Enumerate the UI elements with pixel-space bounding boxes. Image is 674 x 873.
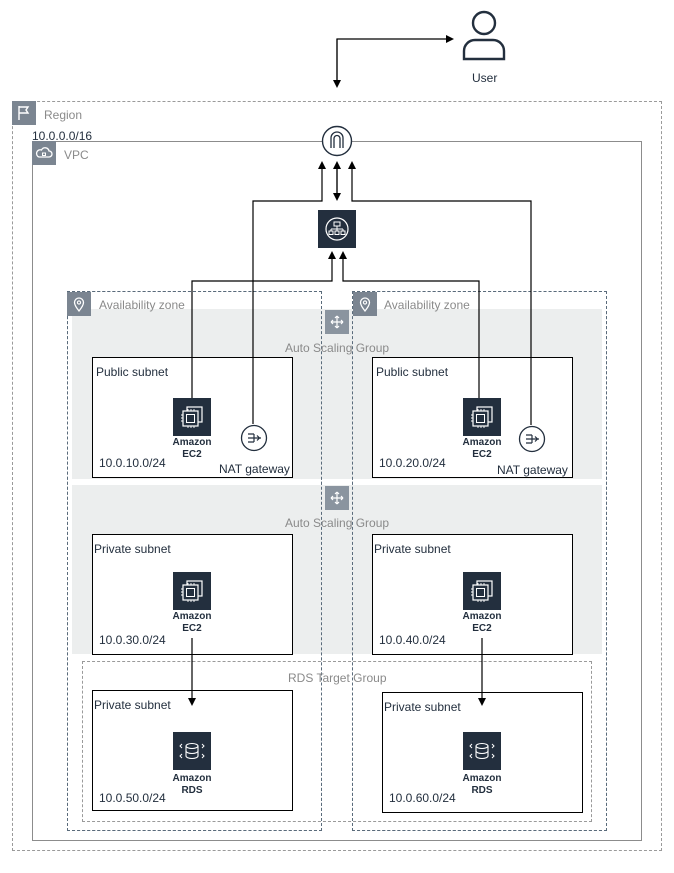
connector-nat-1-to-igw [252, 161, 326, 424]
connector-to-user [336, 35, 454, 80]
rds-label: Amazon RDS [462, 773, 502, 796]
region-label: Region [44, 108, 83, 122]
az-2-label: Availability zone [384, 298, 470, 312]
user-label: User [472, 71, 498, 85]
connector-ec2-1-to-lb [191, 251, 336, 398]
user-icon [461, 8, 507, 62]
rds-target-group-label: RDS Target Group [288, 671, 387, 685]
load-balancer-icon [318, 210, 356, 248]
rds-target-group [82, 661, 592, 822]
ec2-label: Amazon EC2 [172, 437, 212, 460]
private-subnet-2-label: Private subnet [374, 542, 451, 556]
connector-ec2-2-to-lb [339, 251, 480, 398]
private-subnet-3-label: Private subnet [94, 698, 171, 712]
ec2-icon [463, 572, 501, 610]
ec2-label: Amazon EC2 [462, 437, 502, 460]
region-boundary [12, 101, 662, 851]
az-1-label: Availability zone [99, 298, 185, 312]
region-flag-icon [12, 101, 36, 125]
nat-gateway-2-label: NAT gateway [497, 463, 568, 477]
ec2-label: Amazon EC2 [172, 611, 212, 634]
private-subnet-1-label: Private subnet [94, 542, 171, 556]
rds-icon [173, 732, 211, 770]
private-subnet-1-cidr: 10.0.30.0/24 [99, 633, 166, 647]
internet-gateway-icon [321, 125, 353, 157]
private-subnet-3-cidr: 10.0.50.0/24 [99, 791, 166, 805]
nat-gateway-icon [240, 424, 268, 452]
ec2-icon [173, 572, 211, 610]
az-1-pin-icon [67, 292, 91, 316]
private-subnet-2-cidr: 10.0.40.0/24 [379, 633, 446, 647]
nat-gateway-icon [518, 425, 546, 453]
public-subnet-1-label: Public subnet [96, 365, 169, 379]
connector-nat-2-to-igw [348, 161, 532, 425]
private-subnet-4-label: Private subnet [384, 700, 461, 714]
public-subnet-2-cidr: 10.0.20.0/24 [379, 456, 446, 470]
private-subnet-4-cidr: 10.0.60.0/24 [389, 791, 456, 805]
asg-private-label: Auto Scaling Group [285, 516, 390, 530]
vpc-cloud-icon [32, 141, 56, 165]
rds-icon [463, 732, 501, 770]
availability-zone-1-outline [67, 291, 322, 831]
auto-scaling-icon [325, 310, 349, 334]
ec2-icon [463, 398, 501, 436]
public-subnet-1-cidr: 10.0.10.0/24 [99, 456, 166, 470]
rds-label: Amazon RDS [172, 773, 212, 796]
nat-gateway-1-label: NAT gateway [219, 462, 290, 476]
region-cidr: 10.0.0.0/16 [32, 129, 93, 143]
vpc-label: VPC [64, 148, 89, 162]
az-2-pin-icon [353, 292, 377, 316]
public-subnet-2-label: Public subnet [376, 365, 449, 379]
asg-public-label: Auto Scaling Group [285, 341, 390, 355]
ec2-label: Amazon EC2 [462, 611, 502, 634]
ec2-icon [173, 398, 211, 436]
auto-scaling-icon [325, 486, 349, 510]
